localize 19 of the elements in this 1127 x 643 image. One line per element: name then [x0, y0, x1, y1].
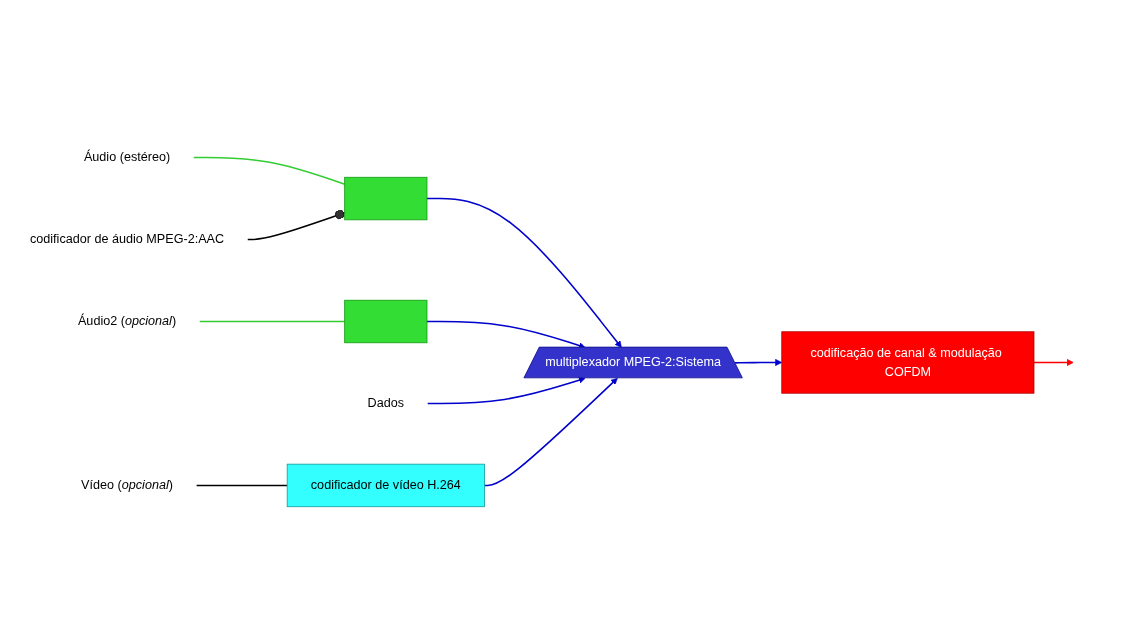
arrow	[1033, 359, 1074, 366]
node-text: Áudio2 (opcional)	[77, 314, 177, 328]
node-text: codificador de áudio MPEG-2:AAC	[29, 232, 225, 246]
node-box	[344, 176, 428, 221]
node-text: Áudio (estéreo)	[83, 150, 171, 164]
connector	[195, 484, 288, 487]
node-text: Dados	[367, 396, 405, 410]
node-box	[344, 299, 428, 344]
node-text: Vídeo (opcional)	[81, 478, 173, 492]
arrow	[426, 197, 622, 348]
arrow	[426, 376, 586, 405]
connector	[193, 156, 346, 186]
node-box: codificação de canal & modulação COFDM	[781, 331, 1035, 394]
node-box: codificador de vídeo H.264	[286, 463, 485, 508]
arrow	[483, 377, 618, 487]
arrow	[734, 359, 783, 366]
connector	[246, 209, 346, 241]
connector	[198, 320, 346, 323]
arrow	[426, 320, 586, 349]
